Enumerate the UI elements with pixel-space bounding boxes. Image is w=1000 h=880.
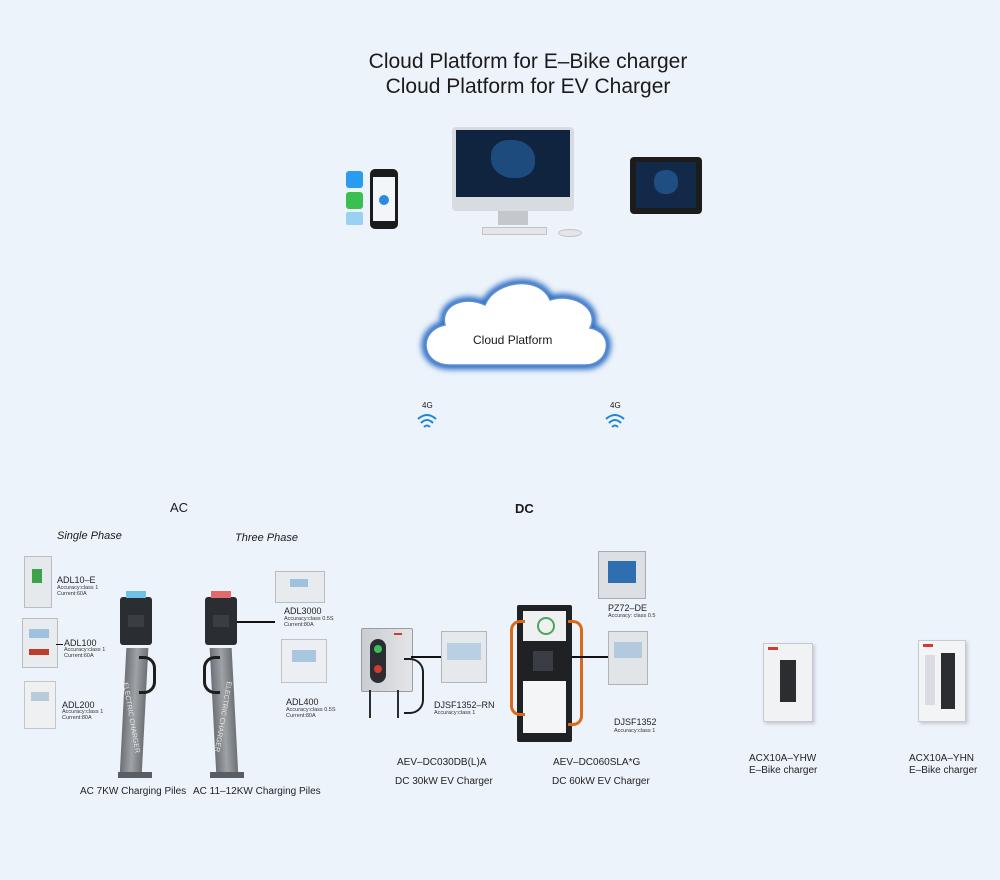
adl400-name: ADL400 — [286, 697, 319, 707]
ac7-pile-base — [118, 772, 152, 778]
djsf1352rn-name: DJSF1352–RN — [434, 700, 495, 710]
pz72de-accuracy: Accuracy: class 0.5 — [608, 613, 656, 619]
adl100-name: ADL100 — [64, 638, 97, 648]
single-phase-label: Single Phase — [57, 530, 122, 542]
acx-yhn-desc: E–Bike charger — [909, 765, 978, 776]
adl3000-name: ADL3000 — [284, 606, 322, 616]
adl400-accuracy: Accuracy:class 0.5S — [286, 707, 336, 713]
adl10e-current: Current:60A — [57, 591, 87, 597]
adl10e-accuracy: Accuracy:class 1 — [57, 585, 99, 591]
meter-djsf1352rn-icon — [441, 631, 487, 683]
acx-yhn-model: ACX10A–YHN — [909, 753, 975, 764]
meter-adl200-icon — [24, 681, 56, 729]
alipay-icon — [346, 171, 363, 188]
cloud-label: Cloud Platform — [473, 333, 553, 347]
monitor-stand — [498, 211, 528, 225]
card-icon — [346, 212, 363, 225]
adl3000-accuracy: Accuracy:class 0.5S — [284, 616, 334, 622]
wireless-label-right: 4G — [610, 401, 621, 410]
ac7-charger-box — [120, 591, 152, 645]
title-ebike: Cloud Platform for E–Bike charger — [368, 50, 688, 73]
djsf1352-name: DJSF1352 — [614, 717, 657, 727]
wifi-icon — [605, 414, 625, 428]
pz72de-name: PZ72–DE — [608, 603, 648, 613]
meter-adl100-icon — [22, 618, 58, 668]
acx-yhw-charger-icon — [763, 643, 813, 722]
three-phase-label: Three Phase — [235, 532, 298, 544]
adl3000-current: Current:80A — [284, 622, 314, 628]
dc030-model: AEV–DC030DB(L)A — [397, 757, 487, 768]
acx-yhn-charger-icon — [918, 640, 966, 722]
dc060-desc: DC 60kW EV Charger — [552, 776, 650, 787]
ac7-caption: AC 7KW Charging Piles — [80, 786, 187, 797]
wifi-icon — [417, 414, 437, 428]
adl200-current: Current:80A — [62, 715, 92, 721]
smartphone-icon — [370, 169, 398, 229]
wireless-label-left: 4G — [422, 401, 433, 410]
adl10e-name: ADL10–E — [57, 575, 96, 585]
dc030-cable — [404, 658, 424, 714]
keyboard-icon — [482, 227, 547, 235]
monitor-icon — [452, 127, 574, 211]
section-ac: AC — [170, 500, 189, 515]
wechat-icon — [346, 192, 363, 209]
acx-yhw-desc: E–Bike charger — [749, 765, 818, 776]
cloud-icon — [421, 279, 611, 370]
title-ev: Cloud Platform for EV Charger — [385, 75, 671, 98]
meter-adl400-icon — [281, 639, 327, 683]
ac11-caption: AC 11–12KW Charging Piles — [193, 786, 321, 797]
acx-yhw-model: ACX10A–YHW — [749, 753, 817, 764]
djsf1352-accuracy: Accuracy:class 1 — [614, 728, 656, 734]
ac11-cable — [203, 656, 220, 694]
tablet-icon — [630, 157, 702, 214]
meter-djsf1352-icon — [608, 631, 648, 685]
mouse-icon — [558, 229, 582, 237]
meter-pz72de-icon — [598, 551, 646, 599]
dc060-cable-left — [510, 620, 525, 716]
adl200-name: ADL200 — [62, 700, 95, 710]
adl100-current: Current:60A — [64, 653, 94, 659]
dc060-cable-right — [568, 620, 583, 726]
meter-adl3000-icon — [275, 571, 325, 603]
adl200-accuracy: Accuracy:class 1 — [62, 709, 104, 715]
djsf1352rn-accuracy: Accuracy:class 1 — [434, 710, 476, 716]
ac7-cable — [139, 656, 156, 694]
ac11-pile-base — [210, 772, 244, 778]
adl400-current: Current:80A — [286, 713, 316, 719]
dc030-desc: DC 30kW EV Charger — [395, 776, 493, 787]
meter-adl10e-icon — [24, 556, 52, 608]
ac11-charger-box — [205, 591, 237, 645]
dc060-model: AEV–DC060SLA*G — [553, 757, 641, 768]
adl100-accuracy: Accuracy:class 1 — [64, 647, 106, 653]
section-dc: DC — [515, 501, 534, 516]
dc060-charger-icon — [517, 605, 572, 742]
